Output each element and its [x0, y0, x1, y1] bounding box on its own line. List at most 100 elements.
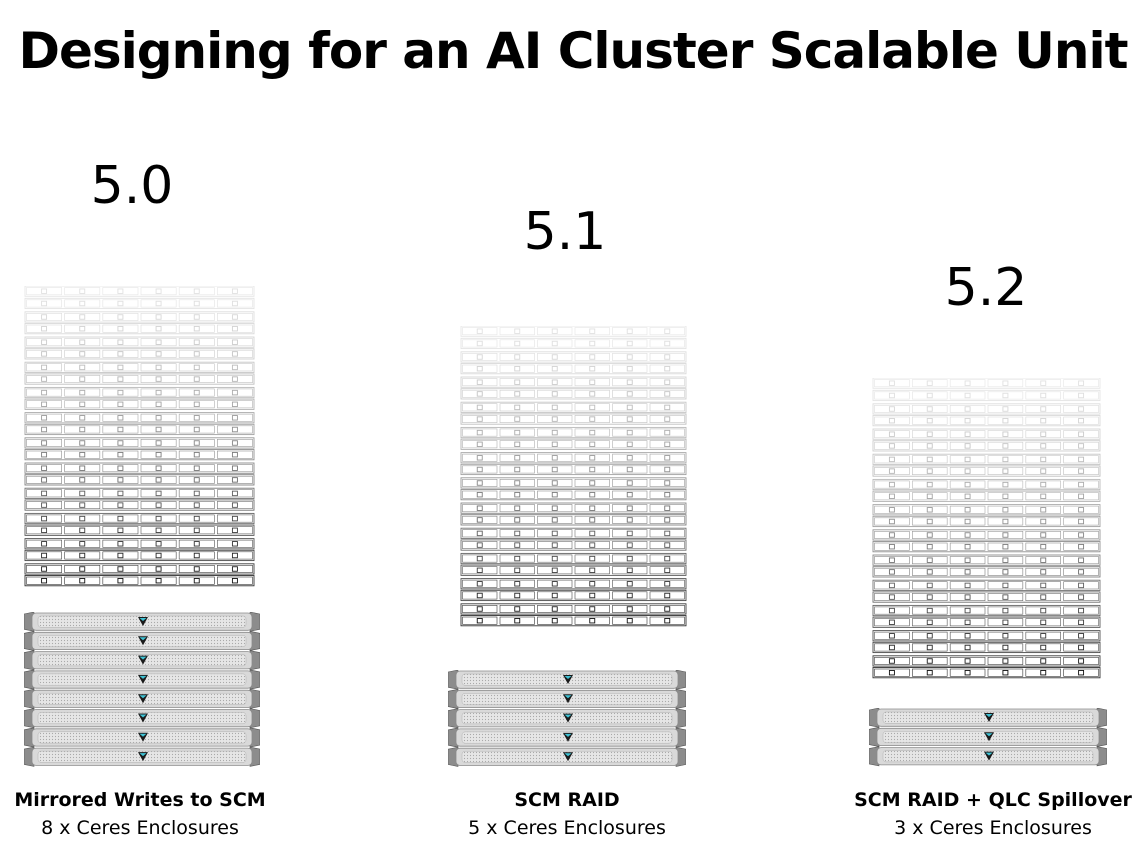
- ceres-enclosure: [448, 688, 686, 709]
- ssd-row: [872, 655, 1101, 667]
- ssd-row: [460, 539, 687, 551]
- ceres-enclosure-stack-5-0: [24, 612, 260, 767]
- ceres-enclosure: [869, 746, 1107, 767]
- ssd-row: [24, 348, 255, 360]
- ssd-row: [24, 575, 255, 587]
- ssd-row: [24, 524, 255, 536]
- ssd-row: [24, 311, 255, 323]
- ssd-row: [460, 552, 687, 565]
- caption-5-2: SCM RAID + QLC Spillover 3 x Ceres Enclo…: [833, 786, 1146, 842]
- ssd-row: [872, 541, 1101, 553]
- version-label-5-1: 5.1: [523, 202, 607, 262]
- ssd-row: [872, 465, 1101, 477]
- ssd-row: [24, 512, 255, 525]
- ssd-row: [24, 361, 255, 373]
- ssd-row: [24, 336, 255, 348]
- ssd-row: [460, 564, 687, 576]
- ssd-row: [24, 412, 255, 424]
- version-label-5-0: 5.0: [90, 156, 174, 216]
- ssd-row: [460, 426, 687, 439]
- ssd-row: [24, 499, 255, 511]
- ssd-row: [872, 591, 1101, 603]
- ceres-enclosure: [24, 630, 260, 651]
- ssd-row: [24, 474, 255, 486]
- ceres-enclosure: [24, 669, 260, 690]
- caption-subtitle-5-1: 5 x Ceres Enclosures: [468, 817, 666, 839]
- ceres-enclosure: [448, 708, 686, 729]
- caption-5-0: Mirrored Writes to SCM 8 x Ceres Enclosu…: [0, 786, 300, 842]
- caption-5-1: SCM RAID 5 x Ceres Enclosures: [407, 786, 727, 842]
- caption-title-5-1: SCM RAID: [514, 789, 620, 811]
- caption-title-5-0: Mirrored Writes to SCM: [14, 789, 266, 811]
- ssd-row: [24, 323, 255, 335]
- ceres-enclosure: [24, 727, 260, 748]
- ssd-row: [24, 286, 255, 297]
- ssd-row: [872, 415, 1101, 427]
- ceres-enclosure: [448, 670, 686, 690]
- ssd-row: [460, 337, 687, 350]
- caption-title-5-2: SCM RAID + QLC Spillover: [854, 789, 1132, 811]
- ceres-enclosure: [869, 726, 1107, 747]
- ssd-row: [460, 514, 687, 526]
- ssd-row: [460, 603, 687, 615]
- ssd-row: [872, 378, 1101, 389]
- ssd-row: [460, 463, 687, 476]
- ssd-row: [460, 589, 687, 602]
- ssd-row: [24, 449, 255, 461]
- ssd-row: [24, 398, 255, 410]
- ssd-row: [24, 487, 255, 499]
- ssd-row: [872, 630, 1101, 642]
- ssd-drive-stack-5-1: [460, 326, 687, 627]
- ssd-row: [24, 423, 255, 436]
- ssd-row: [872, 428, 1101, 440]
- ssd-row: [24, 437, 255, 449]
- ceres-enclosure: [448, 746, 686, 767]
- ssd-row: [872, 616, 1101, 628]
- ssd-row: [872, 529, 1101, 541]
- ssd-row: [872, 490, 1101, 502]
- ssd-row: [872, 641, 1101, 654]
- ssd-row: [24, 563, 255, 575]
- ssd-row: [872, 566, 1101, 578]
- ssd-drive-stack-5-0: [24, 286, 255, 587]
- ssd-row: [872, 554, 1101, 566]
- ceres-enclosure: [24, 746, 260, 767]
- ssd-row: [872, 440, 1101, 452]
- ceres-enclosure-stack-5-1: [448, 670, 686, 767]
- ssd-row: [872, 515, 1101, 528]
- ssd-row: [872, 453, 1101, 465]
- ssd-row: [460, 326, 687, 337]
- ssd-drive-stack-5-2: [872, 378, 1101, 679]
- ssd-row: [872, 667, 1101, 679]
- caption-subtitle-5-0: 8 x Ceres Enclosures: [41, 817, 239, 839]
- ssd-row: [24, 549, 255, 562]
- ssd-row: [24, 538, 255, 550]
- ssd-row: [872, 504, 1101, 516]
- ssd-row: [460, 438, 687, 450]
- ssd-row: [24, 297, 255, 310]
- ssd-row: [460, 388, 687, 400]
- ssd-row: [460, 615, 687, 627]
- ssd-row: [872, 389, 1101, 402]
- ssd-row: [460, 401, 687, 413]
- ssd-row: [872, 478, 1101, 491]
- ssd-row: [872, 604, 1101, 617]
- ceres-enclosure: [24, 650, 260, 671]
- ssd-row: [460, 477, 687, 489]
- ceres-enclosure: [448, 727, 686, 748]
- ceres-enclosure: [24, 612, 260, 632]
- ceres-enclosure: [24, 708, 260, 729]
- version-label-5-2: 5.2: [944, 258, 1028, 318]
- caption-subtitle-5-2: 3 x Ceres Enclosures: [894, 817, 1092, 839]
- ceres-enclosure-stack-5-2: [869, 708, 1107, 767]
- ssd-row: [460, 363, 687, 375]
- ssd-row: [460, 502, 687, 514]
- ssd-row: [460, 376, 687, 388]
- ssd-row: [872, 403, 1101, 415]
- ssd-row: [460, 578, 687, 590]
- slide-title: Designing for an AI Cluster Scalable Uni…: [18, 22, 1128, 80]
- ssd-row: [460, 452, 687, 464]
- ceres-enclosure: [869, 708, 1107, 728]
- ssd-row: [460, 351, 687, 363]
- ceres-enclosure: [24, 688, 260, 709]
